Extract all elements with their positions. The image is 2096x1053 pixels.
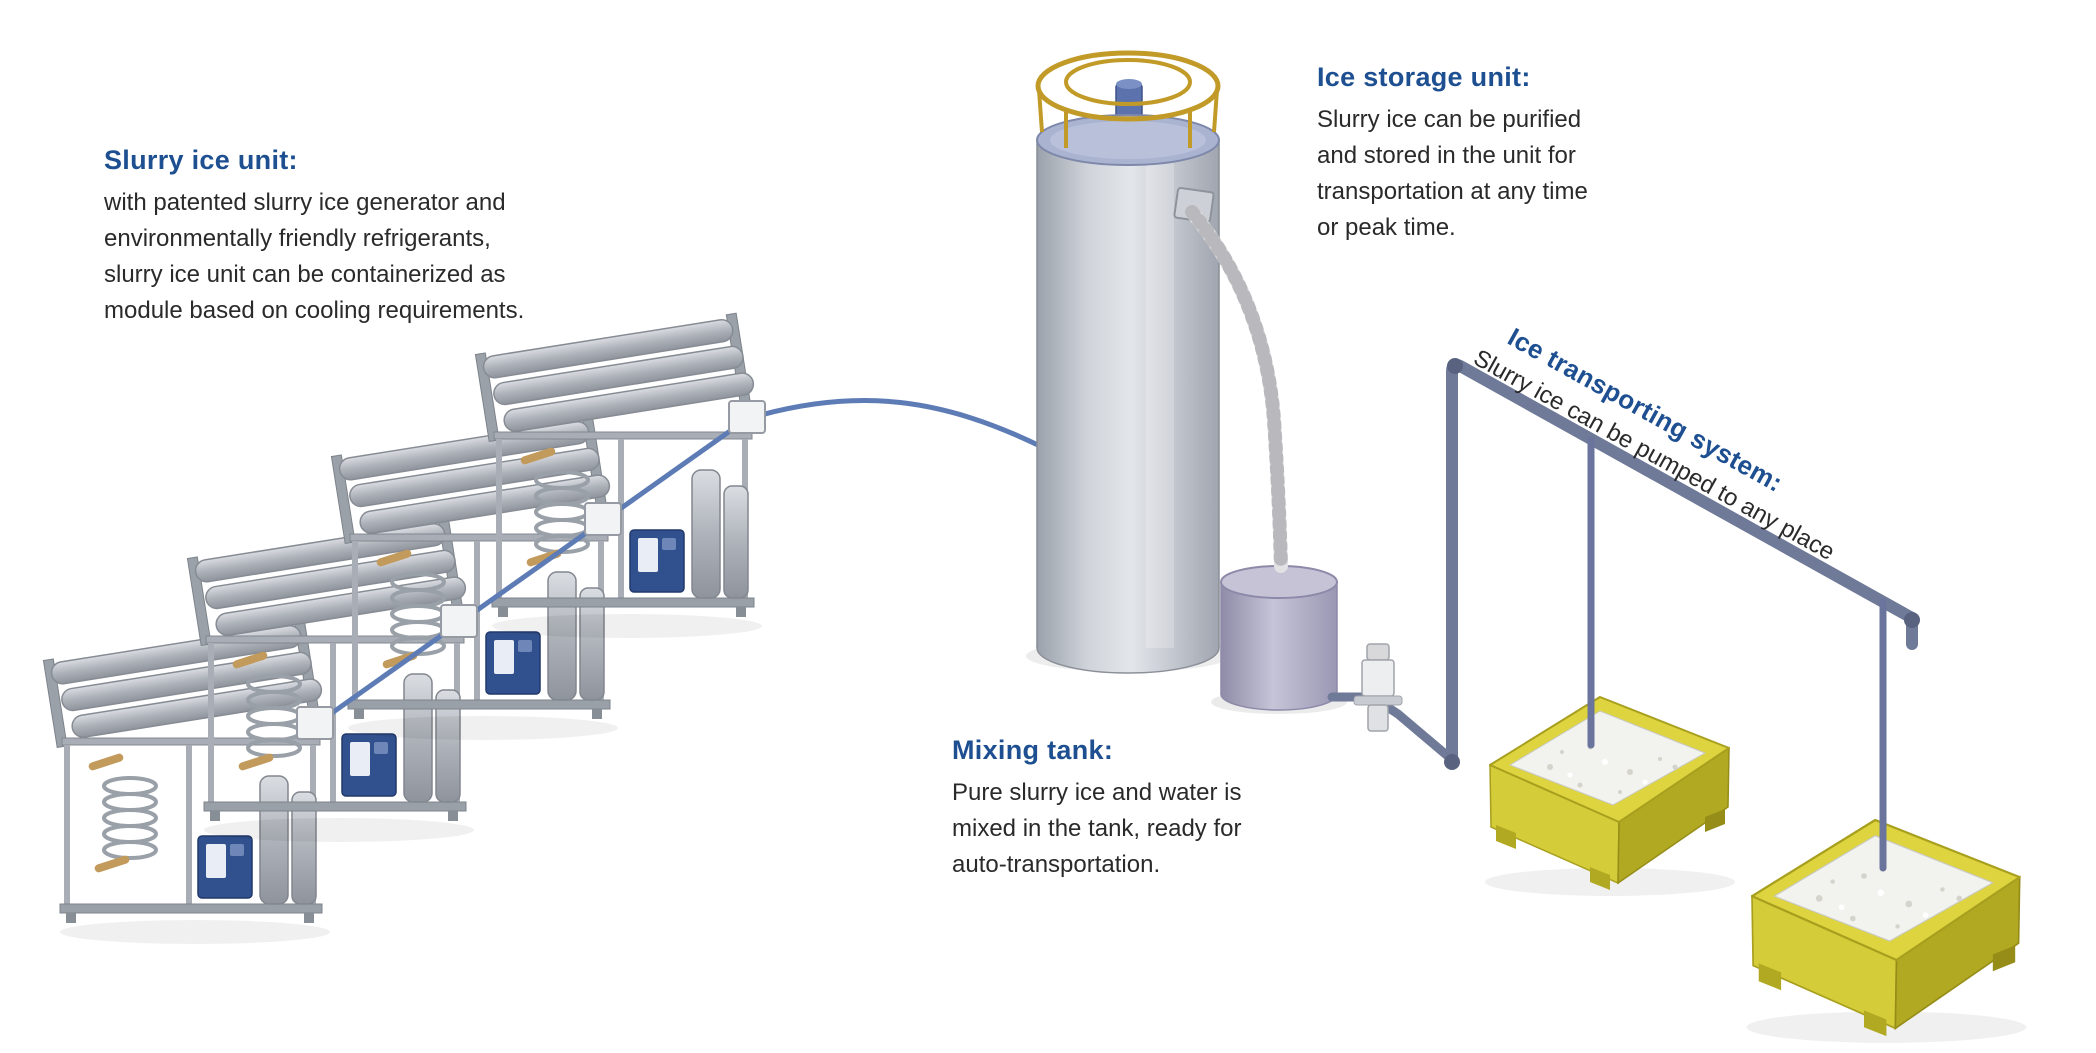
slurry-ice-unit-heading: Slurry ice unit: bbox=[104, 145, 298, 175]
machine-outlet-boxes bbox=[296, 400, 766, 740]
ice-storage-unit-body-line: or peak time. bbox=[1317, 214, 1456, 241]
machine-outlet-box bbox=[296, 706, 334, 740]
annotation-ice-storage-unit: Ice storage unit: Slurry ice can be puri… bbox=[1317, 62, 1588, 246]
slurry-ice-unit-body-line: environmentally friendly refrigerants, bbox=[104, 225, 491, 252]
mixing-tank-body-line: auto-transportation. bbox=[952, 851, 1161, 878]
mixing-tank-heading: Mixing tank: bbox=[952, 735, 1114, 765]
ice-storage-tank bbox=[1026, 50, 1230, 674]
pump-feed-pipe bbox=[1327, 692, 1455, 763]
slurry-ice-unit-body-line: with patented slurry ice generator and bbox=[104, 189, 506, 216]
annotation-slurry-ice-unit: Slurry ice unit: with patented slurry ic… bbox=[104, 145, 524, 329]
pipe-joints bbox=[1444, 358, 1920, 770]
ice-storage-unit-body-line: transportation at any time bbox=[1317, 178, 1588, 205]
ice-storage-unit-body-line: and stored in the unit for bbox=[1317, 142, 1576, 169]
slurry-ice-machines bbox=[41, 310, 764, 946]
slurry-ice-unit-body-line: module based on cooling requirements. bbox=[104, 297, 525, 324]
mixing-tank-body-line: Pure slurry ice and water is bbox=[952, 779, 1242, 806]
collector-pipe bbox=[312, 398, 1043, 728]
annotation-mixing-tank: Mixing tank: Pure slurry ice and water i… bbox=[952, 735, 1241, 883]
machine-outlet-box bbox=[728, 400, 766, 434]
transport-pump bbox=[1353, 643, 1403, 732]
tank-guard-rail bbox=[1035, 50, 1221, 148]
slurry-ice-unit-body-line: slurry ice unit can be containerized as bbox=[104, 261, 506, 288]
ice-bin-1 bbox=[1484, 696, 1736, 897]
ice-storage-unit-heading: Ice storage unit: bbox=[1317, 62, 1531, 92]
mixing-tank-body-line: mixed in the tank, ready for bbox=[952, 815, 1242, 842]
slurry-machine-4 bbox=[41, 616, 332, 946]
mixing-tank bbox=[1211, 565, 1347, 714]
machine-outlet-box bbox=[584, 502, 622, 536]
discharge-hose bbox=[1185, 205, 1288, 573]
ice-storage-unit-body-line: Slurry ice can be purified bbox=[1317, 106, 1582, 133]
machine-outlet-box bbox=[440, 604, 478, 638]
